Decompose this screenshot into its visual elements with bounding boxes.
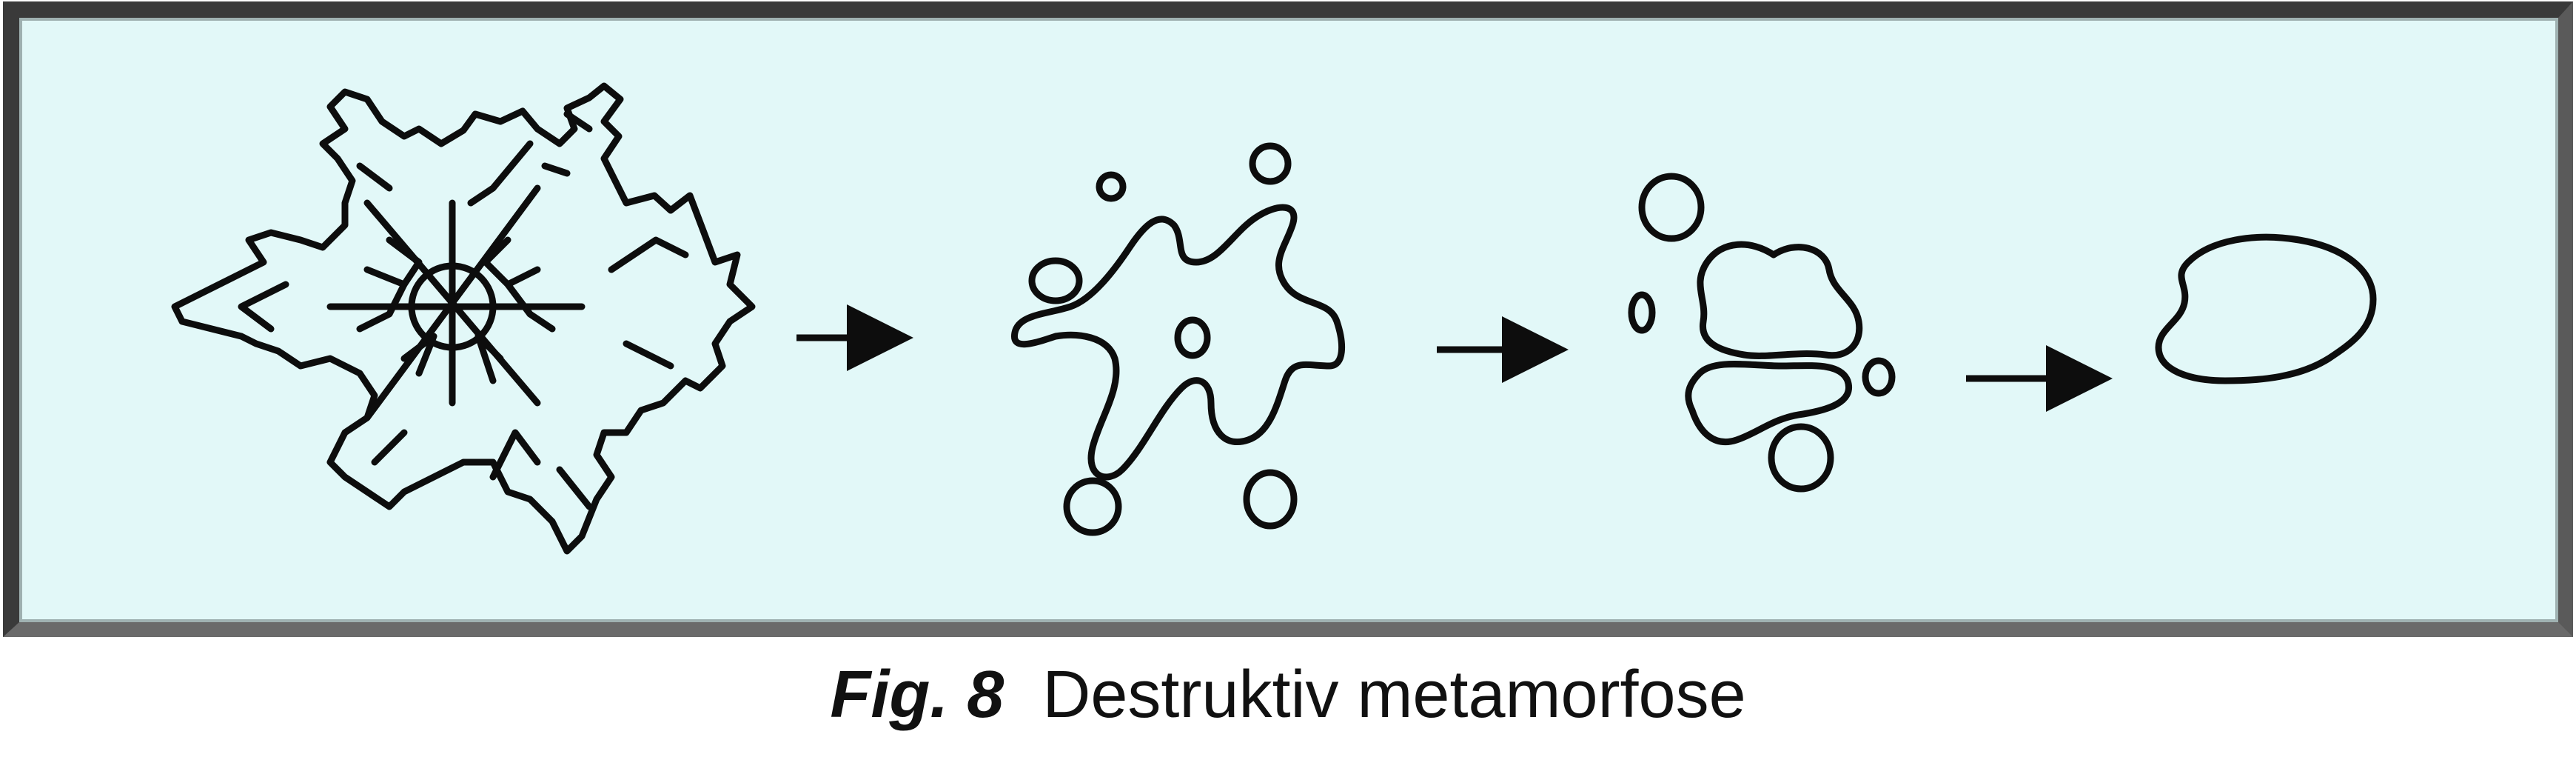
rounded-star-icon <box>1011 142 1346 536</box>
figure-panel <box>3 1 2573 637</box>
figure-label: Fig. 8 <box>830 658 1004 732</box>
figure-title: Destruktiv metamorfose <box>1042 658 1746 732</box>
figure-caption: Fig. 8 Destruktiv metamorfose <box>0 650 2576 739</box>
metamorphosis-diagram <box>171 82 2377 555</box>
fragments-icon <box>1628 173 1896 493</box>
snowflake-icon <box>171 82 756 555</box>
blob-icon <box>2155 233 2377 384</box>
